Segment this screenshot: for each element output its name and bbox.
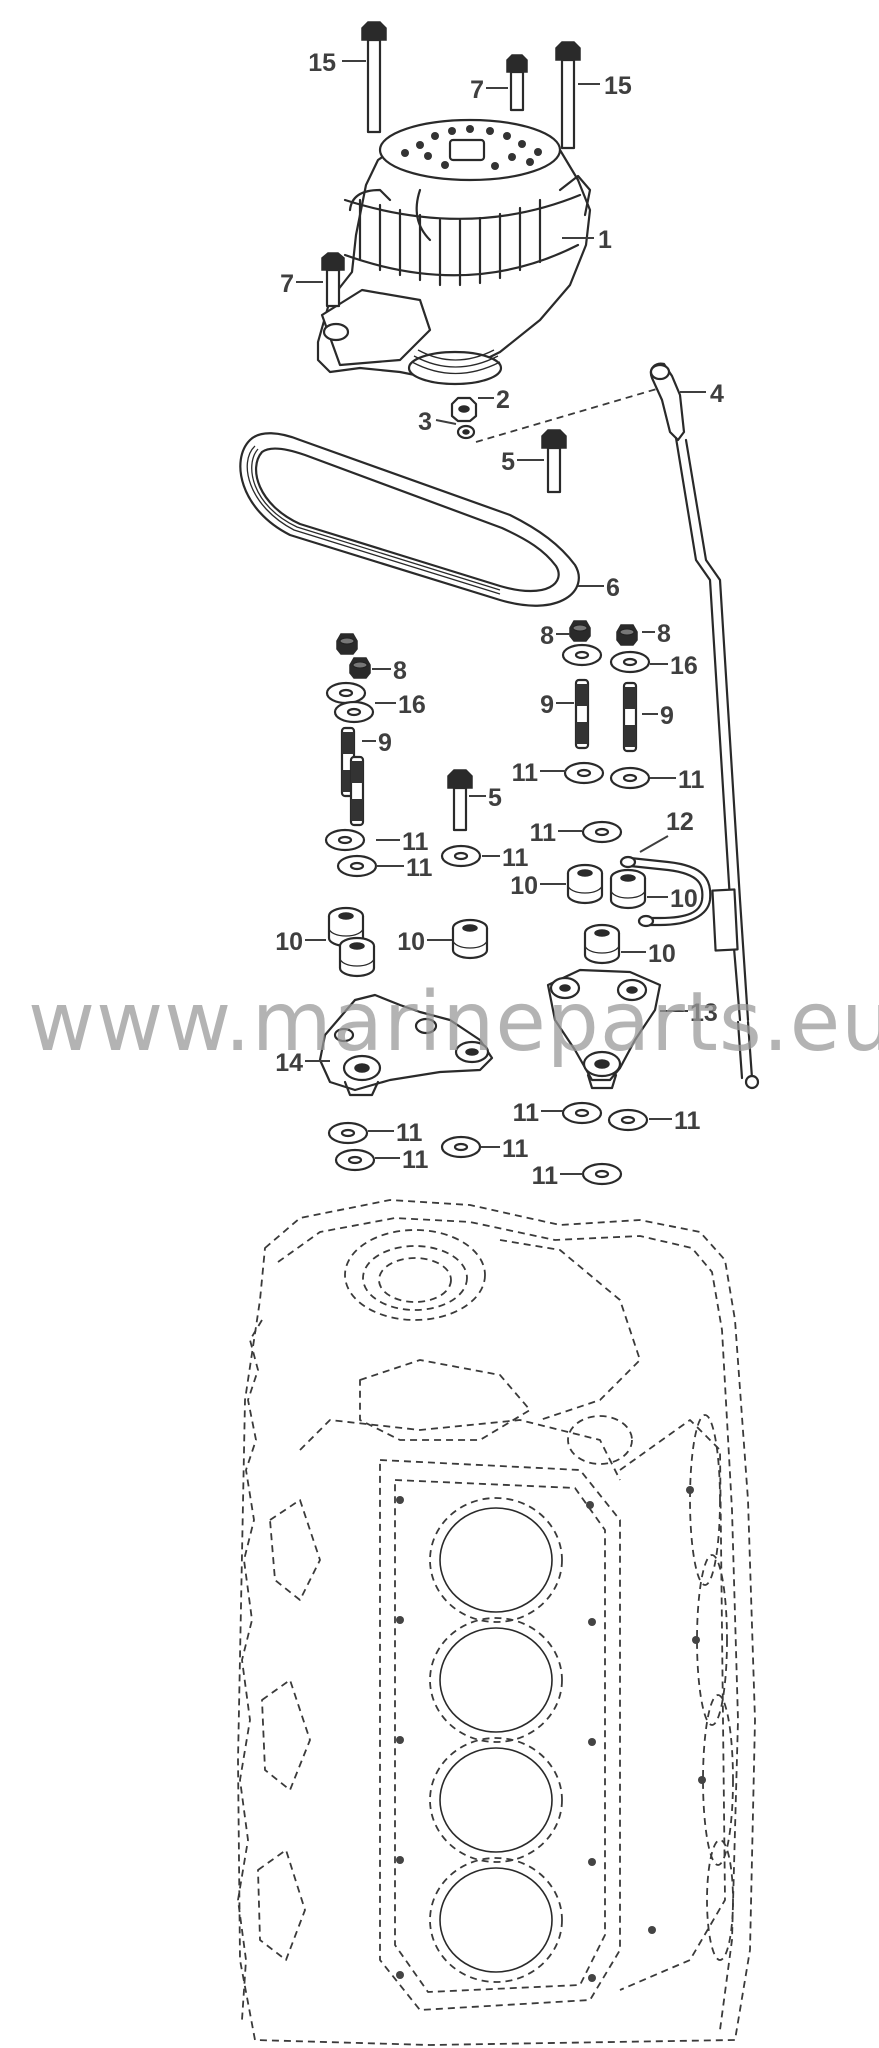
callout-11-f: 11 — [530, 819, 557, 847]
callout-15-right: 15 — [604, 72, 632, 100]
callout-12: 12 — [666, 808, 694, 836]
callout-1: 1 — [598, 226, 612, 254]
callout-9-right: 9 — [660, 702, 674, 730]
callout-10-e: 10 — [648, 940, 676, 968]
callout-11-b: 11 — [678, 766, 705, 794]
callout-11-k: 11 — [674, 1107, 701, 1135]
bolt-5-upper — [541, 429, 567, 494]
callout-10-a: 10 — [510, 872, 538, 900]
washer-11-center — [440, 844, 482, 868]
drive-belt — [239, 432, 580, 607]
bolt-7-left — [321, 252, 345, 308]
callout-10-b: 10 — [670, 885, 698, 913]
callout-7-left: 7 — [280, 270, 294, 298]
callout-8-left: 8 — [393, 657, 407, 685]
callout-11-e: 11 — [502, 844, 529, 872]
callout-4: 4 — [710, 380, 724, 408]
callout-11-g: 11 — [396, 1119, 423, 1147]
callout-11-a: 11 — [512, 759, 539, 787]
callout-14: 14 — [275, 1049, 303, 1077]
callout-11-h: 11 — [402, 1146, 429, 1174]
callout-10-d: 10 — [397, 928, 425, 956]
callout-11-j: 11 — [513, 1099, 540, 1127]
callout-9-left: 9 — [378, 729, 392, 757]
bolt-15-right — [555, 41, 581, 150]
ground-strap — [619, 855, 712, 928]
lower-washers — [327, 1101, 649, 1186]
callout-8-mid: 8 — [540, 622, 554, 650]
callout-13: 13 — [690, 999, 718, 1027]
callout-labels: 15 7 15 1 7 4 2 3 5 6 8 16 9 8 8 16 9 9 … — [275, 49, 724, 1190]
bolt-15-left — [361, 21, 387, 134]
nut-2 — [450, 396, 478, 423]
callout-16-right: 16 — [670, 652, 698, 680]
callout-11-l: 11 — [532, 1162, 559, 1190]
grommet-10-center — [451, 918, 489, 960]
callout-5-middle: 5 — [488, 784, 502, 812]
callout-6: 6 — [606, 574, 620, 602]
callout-2: 2 — [496, 386, 510, 414]
alignment-line — [475, 387, 661, 443]
callout-7-top: 7 — [470, 76, 484, 104]
watermark-text: www.marineparts.eu — [28, 975, 879, 1070]
callout-11-i: 11 — [502, 1135, 529, 1163]
engine-block — [237, 1199, 756, 2046]
left-fastener-stack — [324, 633, 378, 978]
callout-10-c: 10 — [275, 928, 303, 956]
callout-15-left: 15 — [308, 49, 336, 77]
callout-8-right: 8 — [657, 620, 671, 648]
dipstick-tube — [649, 362, 760, 1090]
washer-3 — [456, 424, 476, 440]
bracket-14 — [318, 993, 494, 1097]
leader-lines — [296, 60, 706, 1175]
right-fastener-stack — [561, 620, 651, 965]
callout-3: 3 — [418, 408, 432, 436]
bolt-5-middle — [447, 769, 473, 832]
callout-16-left: 16 — [398, 691, 426, 719]
callout-9-mid: 9 — [540, 691, 554, 719]
alternator — [316, 118, 592, 386]
bracket-13 — [546, 968, 662, 1090]
callout-11-c: 11 — [402, 828, 429, 856]
bolt-7-top — [506, 54, 528, 112]
callout-5-upper: 5 — [501, 448, 515, 476]
callout-11-d: 11 — [406, 854, 433, 882]
